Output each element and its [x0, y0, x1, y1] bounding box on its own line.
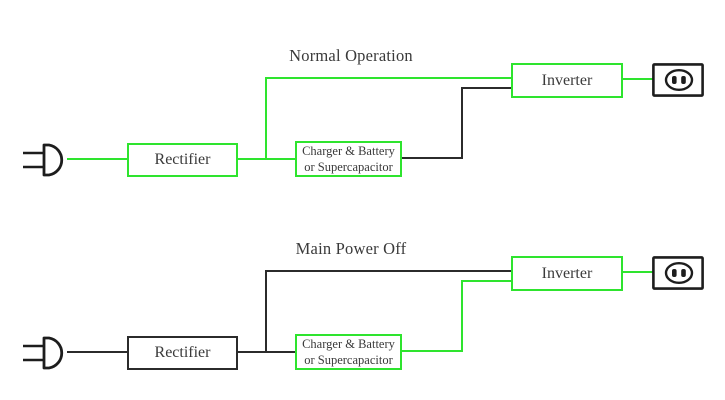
wire-charger-to-inverter	[461, 280, 513, 282]
wire-charger-to-inverter	[461, 87, 513, 89]
rectifier-label: Rectifier	[154, 344, 211, 361]
power-outlet-icon	[652, 256, 704, 290]
diagram-normal-operation: Normal Operation Rectifier Charger & Bat…	[23, 46, 704, 177]
inverter-label: Inverter	[541, 71, 593, 89]
wire-charger-riser	[461, 87, 463, 159]
wire-inverter-to-outlet	[623, 78, 654, 80]
charger-battery-label-line2: or Supercapacitor	[304, 353, 393, 367]
wire-mains-to-rectifier	[67, 158, 127, 160]
rectifier-box: Rectifier	[127, 143, 238, 177]
diagram-title: Main Power Off	[295, 239, 407, 258]
charger-battery-box: Charger & Battery or Supercapacitor	[295, 334, 402, 370]
wire-charger-riser	[461, 280, 463, 352]
inverter-box: Inverter	[511, 63, 623, 98]
wire-bypass-rail-to-inverter	[265, 77, 513, 79]
power-outlet-icon	[652, 63, 704, 97]
charger-battery-label-line2: or Supercapacitor	[304, 160, 393, 174]
rectifier-box: Rectifier	[127, 336, 238, 370]
rectifier-label: Rectifier	[154, 151, 211, 168]
wire-bypass-rail-to-inverter	[265, 270, 513, 272]
wire-bypass-branch-vertical	[265, 271, 267, 353]
diagram-main-power-off: Main Power Off Rectifier Charger & Batte…	[0, 193, 725, 393]
charger-battery-label-line1: Charger & Battery	[302, 143, 395, 158]
wire-charger-output	[402, 157, 463, 159]
power-plug-icon	[23, 336, 64, 370]
wire-inverter-to-outlet	[623, 271, 654, 273]
inverter-label: Inverter	[541, 264, 593, 282]
wire-mains-to-rectifier	[67, 351, 127, 353]
charger-battery-label-line1: Charger & Battery	[302, 336, 395, 351]
wire-charger-output	[402, 350, 463, 352]
wire-bypass-branch-vertical	[265, 78, 267, 160]
power-plug-icon	[23, 143, 64, 177]
diagram-title: Normal Operation	[289, 46, 413, 65]
inverter-box: Inverter	[511, 256, 623, 291]
charger-battery-box: Charger & Battery or Supercapacitor	[295, 141, 402, 177]
